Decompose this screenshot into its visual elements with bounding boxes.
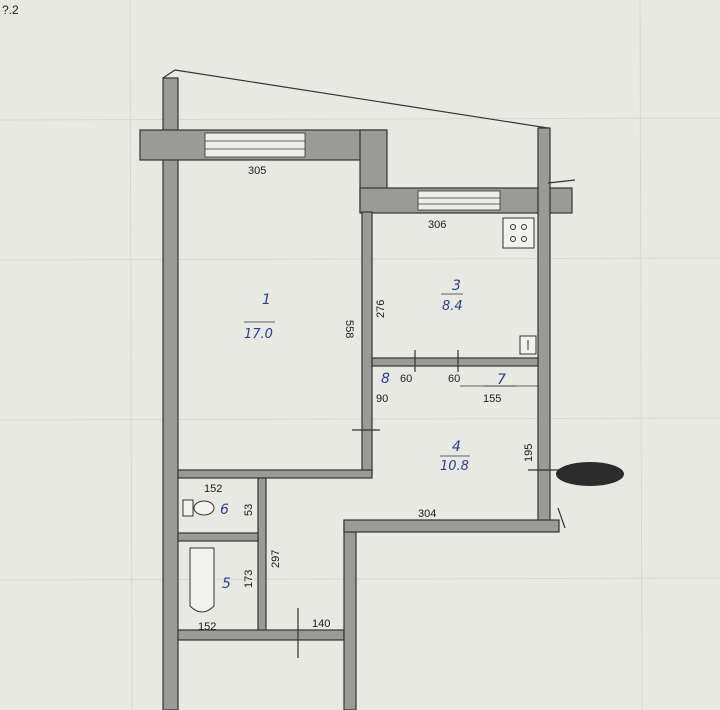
sink-icon [519,335,537,355]
dim-195: 195 [523,444,535,462]
room-number-4: 4 [452,439,461,455]
room-number-7: 7 [497,372,506,388]
partition-room-3 [371,357,539,367]
redaction-mark [556,462,624,486]
dim-152-bottom: 152 [198,621,216,633]
room-area-4: 10.8 [440,459,469,474]
entry-wall-vertical [343,521,357,710]
entry-wall-horizontal [343,519,560,533]
dim-53: 53 [243,504,255,516]
partition-room-1 [361,211,373,475]
bathtub-icon [189,547,215,613]
bathroom-partition-vertical [257,477,267,634]
dim-60-b: 60 [448,373,460,385]
corner-label: ?.2 [2,3,19,17]
right-exterior-wall [537,127,551,524]
room-number-3: 3 [452,278,461,294]
dim-173: 173 [243,570,255,588]
room-number-8: 8 [381,371,390,387]
dim-305: 305 [248,165,266,177]
room-area-1: 17.0 [244,327,273,342]
dim-297: 297 [270,550,282,568]
left-outer-wall-edge [162,69,176,79]
dim-304: 304 [418,508,436,520]
dim-155: 155 [483,393,501,405]
toilet-icon [182,499,215,517]
wc-bath-partition [177,532,259,542]
room-number-1: 1 [262,292,271,308]
dim-90: 90 [376,393,388,405]
window-room-1 [204,132,306,158]
room-number-5: 5 [222,576,231,592]
room-area-3: 8.4 [442,299,463,314]
bottom-wall-room-1 [177,469,373,479]
stove-icon [502,217,535,249]
dim-60-a: 60 [400,373,412,385]
window-room-3 [417,190,501,211]
dim-276: 276 [375,300,387,318]
dim-306: 306 [428,219,446,231]
dim-558: 558 [343,320,355,338]
dim-152-top: 152 [204,483,222,495]
left-exterior-wall [162,77,179,710]
dim-140: 140 [312,618,330,630]
room-number-6: 6 [220,502,229,518]
